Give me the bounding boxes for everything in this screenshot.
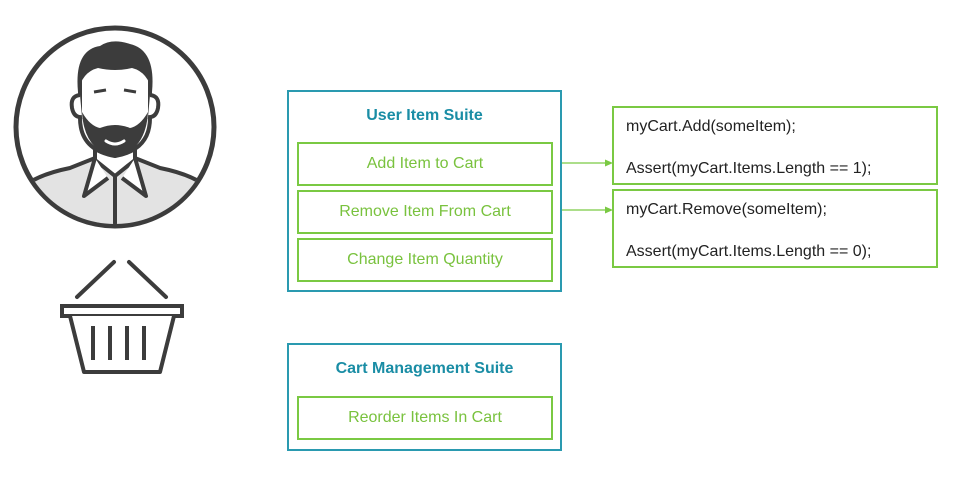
code-line: Assert(myCart.Items.Length == 1);: [626, 160, 872, 177]
code-block-add: myCart.Add(someItem); Assert(myCart.Item…: [612, 106, 938, 185]
code-block-remove: myCart.Remove(someItem); Assert(myCart.I…: [612, 189, 938, 268]
test-remove-item-from-cart[interactable]: Remove Item From Cart: [297, 190, 553, 234]
shopping-basket-icon: [60, 260, 184, 374]
suite-title: User Item Suite: [366, 107, 483, 124]
code-line: myCart.Remove(someItem);: [626, 201, 827, 218]
code-line: myCart.Add(someItem);: [626, 118, 796, 135]
user-item-suite: User Item Suite Add Item to Cart Remove …: [287, 90, 562, 292]
user-avatar-icon: [13, 25, 217, 229]
code-line: Assert(myCart.Items.Length == 0);: [626, 243, 872, 260]
test-add-item-to-cart[interactable]: Add Item to Cart: [297, 142, 553, 186]
suite-title: Cart Management Suite: [335, 360, 514, 377]
test-change-item-quantity[interactable]: Change Item Quantity: [297, 238, 553, 282]
test-reorder-items-in-cart[interactable]: Reorder Items In Cart: [297, 396, 553, 440]
cart-management-suite: Cart Management Suite Reorder Items In C…: [287, 343, 562, 451]
